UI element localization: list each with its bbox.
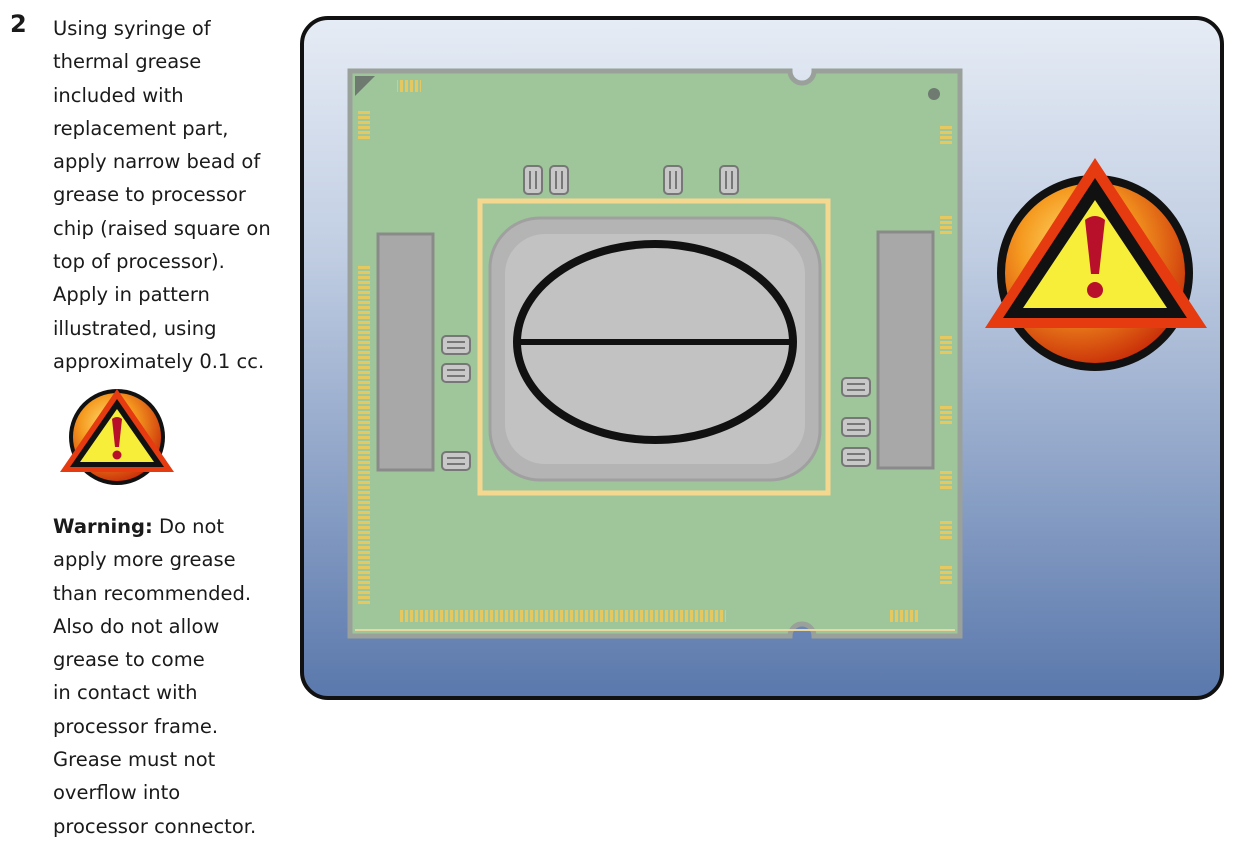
processor-chip — [477, 198, 831, 496]
warning-line: Also do not allow — [53, 614, 220, 638]
step-line: replacement part, — [53, 116, 229, 140]
processor-illustration-panel — [300, 16, 1224, 700]
step-number: 2 — [10, 10, 27, 38]
step-line: included with — [53, 83, 184, 107]
grease-pattern — [513, 240, 797, 444]
step-line: thermal grease — [53, 50, 202, 74]
warning-line: in contact with — [53, 681, 198, 705]
warning-line: overflow into — [53, 781, 181, 805]
step-line: apply narrow bead of — [53, 150, 261, 174]
warning-triangle-icon — [985, 158, 1207, 371]
warning-triangle-icon — [60, 389, 174, 485]
step-instructions: Using syringe of thermal grease included… — [53, 12, 278, 378]
warning-line: Do not — [159, 515, 225, 538]
warning-line: Grease must not — [53, 748, 216, 772]
step-line: top of processor). — [53, 250, 225, 274]
step-line: illustrated, using — [53, 316, 217, 340]
warning-line: processor connector. — [53, 814, 257, 838]
step-line: approximately 0.1 cc. — [53, 349, 265, 373]
warning-text: Warning: Do not apply more grease than r… — [53, 510, 278, 843]
warning-label: Warning: — [53, 515, 153, 538]
warning-line: grease to come — [53, 648, 205, 672]
warning-line: apply more grease — [53, 548, 236, 572]
step-line: Apply in pattern — [53, 283, 210, 307]
step-line: chip (raised square on — [53, 216, 271, 240]
warning-line: processor frame. — [53, 714, 219, 738]
step-line: grease to processor — [53, 183, 246, 207]
warning-line: than recommended. — [53, 581, 252, 605]
step-line: Using syringe of — [53, 17, 211, 40]
